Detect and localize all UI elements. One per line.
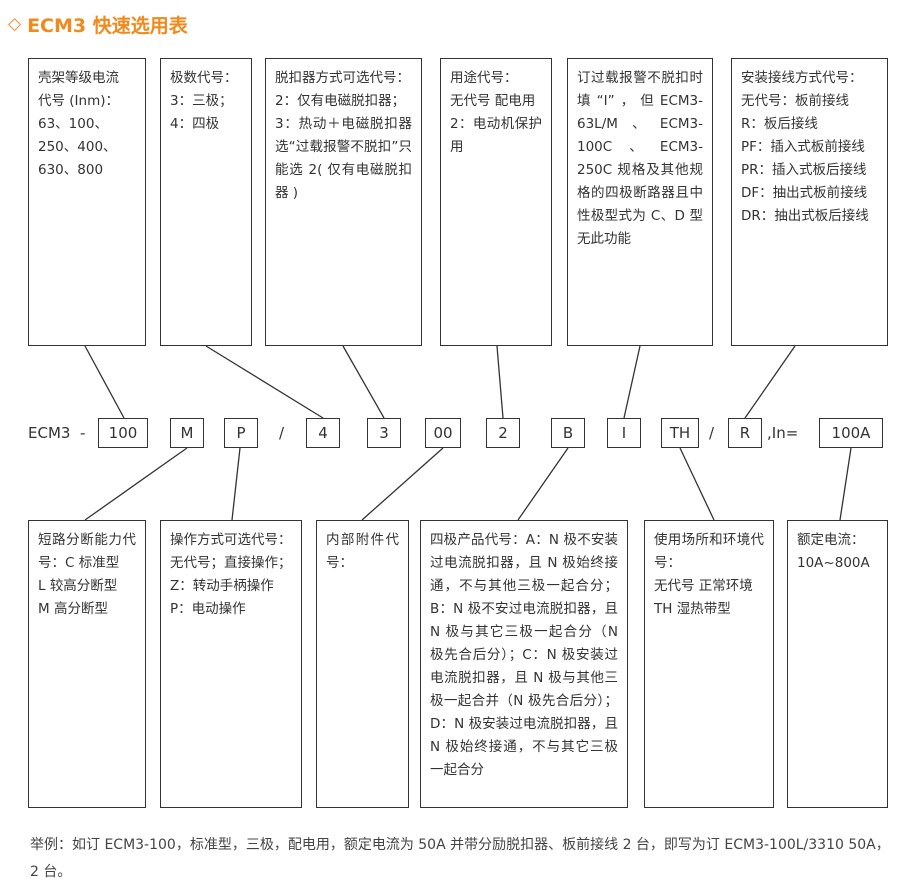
- code-operation: P: [224, 418, 258, 448]
- code-four-pole: B: [551, 418, 585, 448]
- overload-alarm-box: 订过载报警不脱扣时填“I”，但ECM3-63L/M、ECM3-100C、ECM3…: [567, 58, 713, 346]
- connector-poles: [205, 345, 324, 419]
- connector-breaking-capacity: [84, 447, 188, 521]
- connector-usage: [496, 345, 504, 419]
- environment-box: 使用场所和环境代号： 无代号 正常环境 TH 湿热带型: [644, 520, 774, 808]
- connector-release-type: [342, 345, 385, 419]
- example-text: 举例：如订 ECM3-100，标准型，三极，配电用，额定电流为 50A 并带分励…: [30, 837, 890, 880]
- internal-accessory-box: 内部附件代号：: [316, 520, 409, 808]
- connector-rated-current: [839, 447, 852, 521]
- page-title-text: ECM3 快速选用表: [27, 14, 188, 37]
- model-slash-2: /: [709, 424, 715, 442]
- frame-current-box: 壳架等级电流 代号 (Inm)： 63、100、 250、400、 630、80…: [28, 58, 146, 346]
- code-usage: 2: [486, 418, 520, 448]
- model-slash-1: /: [279, 424, 285, 442]
- code-breaking-capacity: M: [170, 418, 204, 448]
- operation-box: 操作方式可选代号： 无代号；直接操作； Z：转动手柄操作 P：电动操作: [160, 520, 302, 808]
- model-prefix: ECM3: [28, 424, 71, 442]
- four-pole-box: 四极产品代号：A：N 极不安装过电流脱扣器，且 N 极始终接通，不与其他三极一起…: [420, 520, 628, 808]
- code-wiring: R: [728, 418, 762, 448]
- connector-overload-alarm: [623, 345, 641, 419]
- connector-wiring: [744, 345, 796, 419]
- code-environment: TH: [661, 418, 699, 448]
- connector-frame-current: [84, 345, 125, 419]
- page-title: ◇ ECM3 快速选用表: [8, 10, 188, 38]
- poles-box: 极数代号： 3：三极； 4：四极: [160, 58, 252, 346]
- model-dash: -: [80, 424, 86, 442]
- code-release-type: 3: [367, 418, 401, 448]
- connector-environment: [679, 447, 715, 521]
- code-internal-accessory: 00: [425, 418, 461, 448]
- code-poles: 4: [306, 418, 340, 448]
- breaking-capacity-box: 短路分断能力代号：C 标准型 L 较高分断型 M 高分断型: [28, 520, 146, 808]
- wiring-box: 安装接线方式代号： 无代号：板前接线 R：板后接线 PF：插入式板前接线 PR：…: [731, 58, 888, 346]
- code-rated-current: 100A: [819, 418, 883, 448]
- connector-operation: [231, 447, 241, 521]
- connector-internal-accessory: [361, 447, 444, 521]
- rated-current-box: 额定电流： 10A~800A: [787, 520, 888, 808]
- release-type-box: 脱扣器方式可选代号： 2：仅有电磁脱扣器； 3：热动＋电磁脱扣器选“过载报警不脱…: [265, 58, 422, 346]
- usage-box: 用途代号： 无代号 配电用 2：电动机保护用: [440, 58, 552, 346]
- code-overload-alarm: I: [607, 418, 641, 448]
- connector-four-pole: [517, 447, 569, 521]
- code-frame-current: 100: [98, 418, 148, 448]
- diamond-outline-icon: ◇: [8, 14, 22, 34]
- model-in-label: ,In=: [767, 424, 799, 442]
